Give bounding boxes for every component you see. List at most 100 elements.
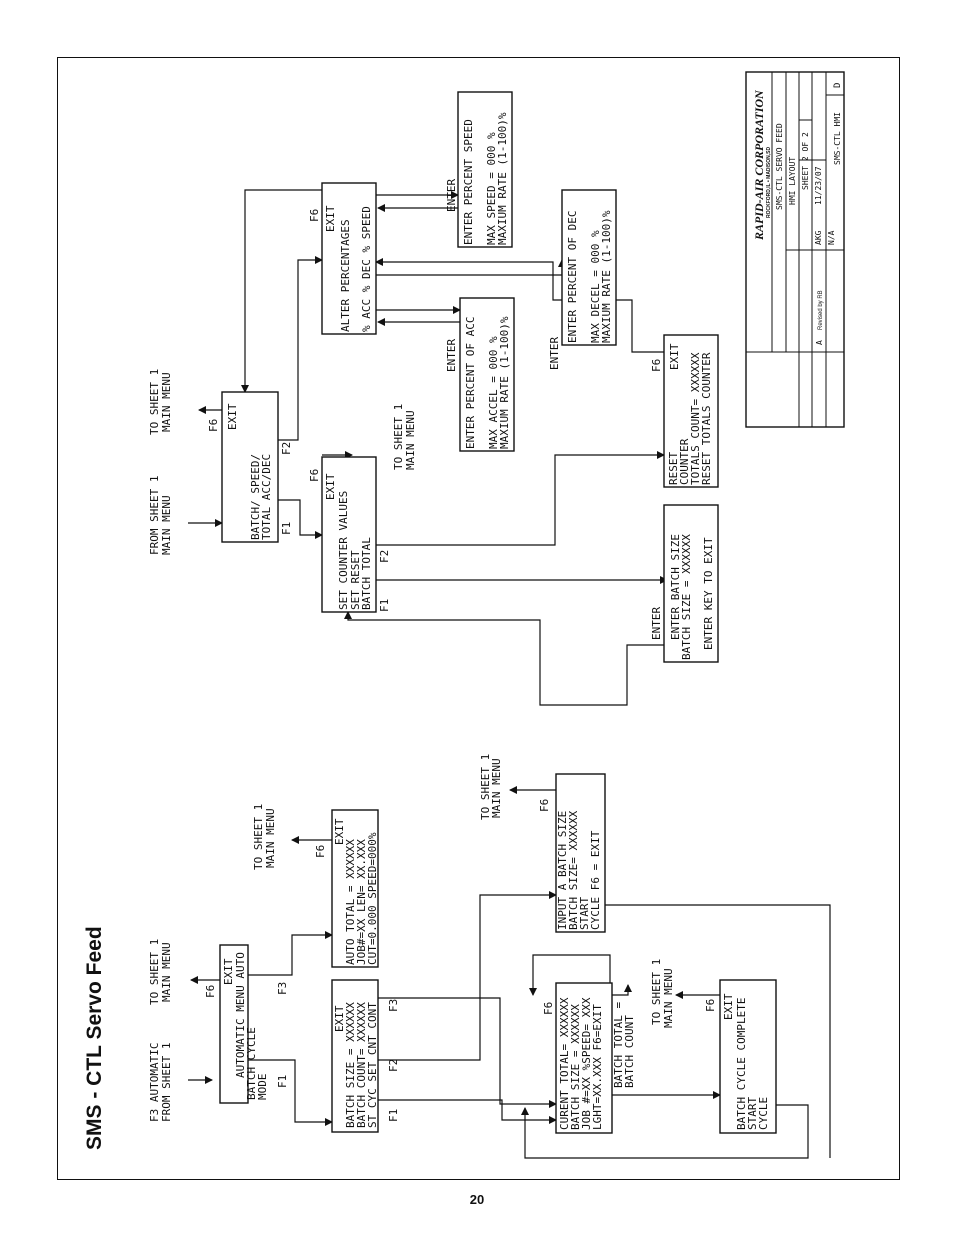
auto-menu-line-3: AUTOMATIC MENU AUTO bbox=[234, 952, 247, 1078]
batch-complete-line-2: BATCH CYCLE COMPLETE bbox=[735, 998, 748, 1130]
label-main-menu-d: MAIN MENU bbox=[662, 968, 675, 1028]
box-auto-cycle bbox=[331, 809, 379, 968]
auto-menu-line-4: BATCH CYCLE bbox=[245, 1027, 258, 1100]
title-company: RAPID-AIR CORPORATION bbox=[752, 89, 766, 241]
run-status-line-4: LGHT=XX.XXX F6=EXIT bbox=[591, 1004, 604, 1130]
batch-complete-line-1: EXIT bbox=[722, 993, 735, 1020]
arrow-run-total bbox=[612, 984, 632, 996]
arrow-counter-to-reset bbox=[376, 451, 665, 546]
reset-counter-line-1: EXIT bbox=[668, 343, 681, 370]
label-f6-alter: F6 bbox=[308, 209, 321, 222]
batch-menu-line-3: TOTAL ACC/DEC bbox=[260, 454, 273, 540]
box-batch-complete bbox=[719, 979, 777, 1134]
label-f3-automatic: F3 AUTOMATIC bbox=[148, 1043, 161, 1122]
label-f6-input: F6 bbox=[538, 799, 551, 812]
auto-cycle-line-3: JOB#=XX LEN= XX.XXX bbox=[355, 839, 368, 965]
screen-pct-acc: ENTER PERCENT OF ACC MAX ACCEL = 000 % M… bbox=[464, 316, 511, 449]
input-batch-line-4: CYCLE F6 = EXIT bbox=[589, 830, 602, 930]
label-f2-batchmenu: F2 bbox=[280, 442, 293, 455]
label-f2-batch: F2 bbox=[387, 1059, 400, 1072]
connector-lines bbox=[188, 189, 831, 1159]
arrow-run-f6-loop bbox=[529, 954, 611, 1000]
set-counter-line-1: EXIT bbox=[324, 473, 337, 500]
label-f1-a: F1 bbox=[276, 1075, 289, 1088]
auto-menu-line-5: MODE bbox=[256, 1074, 269, 1101]
label-to-sheet1-c: TO SHEET 1 bbox=[479, 754, 492, 820]
pct-acc-line-3: MAXIUM RATE (1-100)% bbox=[498, 316, 511, 449]
batch-complete-line-3: START bbox=[746, 1097, 759, 1130]
alter-pct-line-1: EXIT bbox=[324, 205, 337, 232]
alter-pct-line-2: ALTER PERCENTAGES bbox=[339, 219, 352, 332]
screen-automatic-menu: F6 EXIT AUTOMATIC MENU AUTO BATCH CYCLE … bbox=[204, 952, 269, 1100]
pct-speed-line-1: ENTER PERCENT SPEED bbox=[462, 119, 475, 245]
batch-complete-line-4: CYCLE bbox=[757, 1097, 770, 1130]
auto-menu-line-1: F6 bbox=[204, 985, 217, 998]
reset-counter-line-3: COUNTER bbox=[678, 438, 691, 485]
screen-pct-speed: ENTER PERCENT SPEED MAX SPEED = 000 % MA… bbox=[462, 112, 509, 245]
screen-batch-menu: EXIT BATCH/ SPEED/ TOTAL ACC/DEC bbox=[226, 403, 273, 540]
box-set-counter bbox=[321, 456, 377, 613]
enter-batch-line-1: ENTER BATCH SIZE bbox=[669, 534, 682, 640]
label-to-sheet1-f: TO SHEET 1 bbox=[148, 369, 161, 435]
title-drawing-number: SMS-CTL HMI bbox=[833, 112, 842, 165]
title-part-name: SMS-CTL SERVO FEED bbox=[775, 123, 784, 210]
arrow-batchmenu-to-counter bbox=[278, 499, 323, 539]
box-enter-batch bbox=[663, 504, 719, 663]
screen-input-batch: INPUT A BATCH SIZE BATCH SIZE= XXXXXX ST… bbox=[556, 810, 602, 930]
label-f1-batchmenu: F1 bbox=[280, 522, 293, 535]
label-from-sheet1-a: FROM SHEET 1 bbox=[160, 1043, 173, 1122]
batch-menu-line-2: BATCH/ SPEED/ bbox=[249, 454, 262, 540]
box-batch-menu bbox=[221, 391, 279, 543]
arrow-batchmenu-to-alter bbox=[278, 256, 323, 441]
batch-menu-line-1: EXIT bbox=[226, 403, 239, 430]
page-border bbox=[57, 57, 900, 1180]
label-f6-counter: F6 bbox=[308, 469, 321, 482]
pct-dec-line-3: MAXIUM RATE (1-100)% bbox=[600, 210, 613, 343]
screen-run-status: CURENT TOTAL= XXXXXX BATCH SIZE = XXXXXX… bbox=[558, 997, 604, 1130]
screen-pct-dec: ENTER PERCENT OF DEC MAX DECEL = 000 % M… bbox=[566, 210, 613, 343]
box-pct-acc bbox=[459, 297, 515, 452]
label-main-menu-g: MAIN MENU bbox=[404, 410, 417, 470]
set-counter-line-3: SET RESET bbox=[349, 550, 362, 610]
page-number: 20 bbox=[469, 1192, 485, 1207]
box-automatic-menu bbox=[219, 944, 249, 1104]
label-main-menu-e: MAIN MENU bbox=[160, 495, 173, 555]
input-batch-line-2: BATCH SIZE= XXXXXX bbox=[567, 810, 580, 930]
label-to-sheet1-a: TO SHEET 1 bbox=[148, 939, 161, 1005]
label-f6-reset: F6 bbox=[650, 359, 663, 372]
box-pct-dec bbox=[561, 189, 617, 346]
title-date: 11/23/07 bbox=[814, 166, 823, 205]
label-main-menu-b: MAIN MENU bbox=[264, 808, 277, 868]
label-main-menu-c: MAIN MENU bbox=[490, 758, 503, 818]
set-counter-line-2: SET COUNTER VALUES bbox=[337, 491, 350, 610]
batch-mode-line-4: ST_CYC SET_CNT CONT bbox=[366, 1002, 379, 1128]
run-status-line-2: BATCH SIZE = XXXXXX bbox=[569, 1004, 582, 1130]
reset-counter-line-2: RESET bbox=[667, 452, 680, 485]
label-batch-total: BATCH TOTAL = bbox=[612, 1002, 625, 1088]
arrow-batch-cont bbox=[378, 997, 557, 1108]
screen-alter-pct: EXIT ALTER PERCENTAGES % ACC % DEC % SPE… bbox=[324, 205, 373, 332]
alter-pct-line-3: % ACC % DEC % SPEED bbox=[360, 206, 373, 332]
auto-menu-line-2: EXIT bbox=[222, 958, 235, 985]
arrow-enter-batch-return bbox=[344, 611, 664, 706]
arrow-alter-exit bbox=[241, 189, 322, 393]
box-batch-mode bbox=[331, 979, 379, 1133]
pct-speed-line-3: MAXIUM RATE (1-100)% bbox=[496, 112, 509, 245]
input-batch-line-3: START bbox=[578, 897, 591, 930]
auto-cycle-line-2: AUTO TOTAL = XXXXXX bbox=[344, 839, 357, 965]
enter-batch-line-2: BATCH SIZE = XXXXXX bbox=[680, 534, 693, 660]
label-main-menu-a: MAIN MENU bbox=[160, 942, 173, 1002]
label-enter-acc: ENTER bbox=[445, 339, 458, 372]
arrow-batch-to-input bbox=[378, 891, 557, 1061]
pct-acc-line-1: ENTER PERCENT OF ACC bbox=[464, 317, 477, 449]
label-to-sheet1-d: TO SHEET 1 bbox=[650, 959, 663, 1025]
title-revision-letter: A bbox=[815, 340, 824, 345]
arrow-auto-to-autocycle bbox=[248, 931, 333, 976]
label-main-menu-f: MAIN MENU bbox=[160, 372, 173, 432]
run-status-line-1: CURENT TOTAL= XXXXXX bbox=[558, 997, 571, 1130]
label-f3-batch: F3 bbox=[387, 999, 400, 1012]
batch-mode-line-2: BATCH SIZE = XXXXXX bbox=[344, 1002, 357, 1128]
reset-counter-line-5: RESET TOTALS COUNTER bbox=[700, 352, 713, 485]
screen-reset-counter: EXIT RESET COUNTER TOTALS COUNT= XXXXXX … bbox=[667, 343, 713, 485]
label-enter-batch: ENTER bbox=[650, 607, 663, 640]
